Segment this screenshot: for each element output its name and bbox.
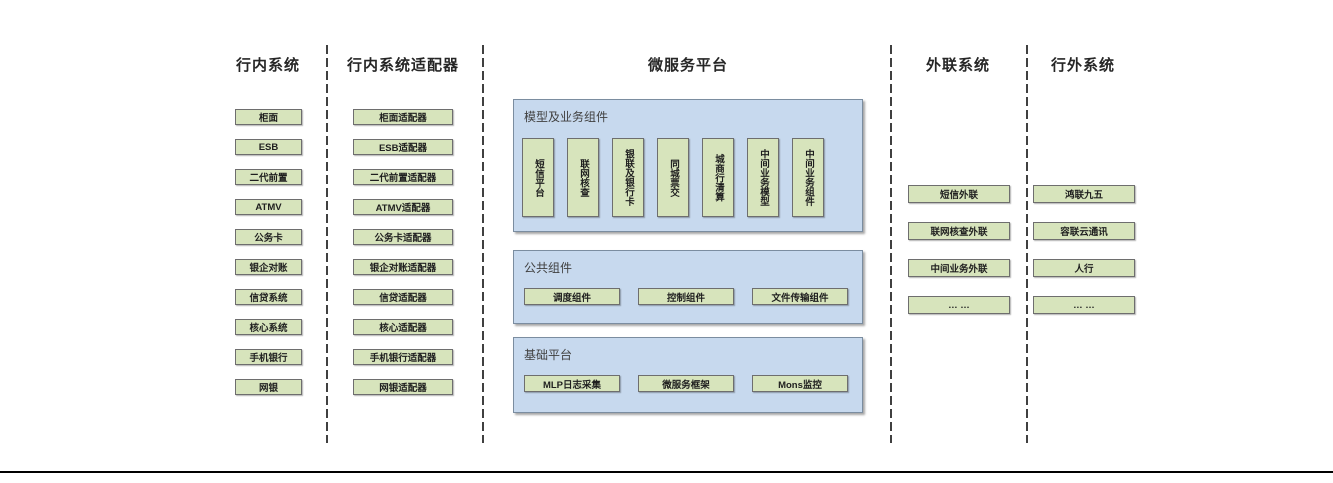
system-box: 网银 [235, 379, 302, 395]
system-box: 联网核查外联 [908, 222, 1010, 240]
outreach-systems-list: 短信外联联网核查外联中间业务外联 … … [908, 185, 1010, 314]
panel-base-platform: 基础平台 MLP日志采集 微服务框架 Mons监控 [513, 337, 863, 413]
adapter-box: 公务卡适配器 [353, 229, 453, 245]
panel-model-business-components: 模型及业务组件 短信平台联网核查银联及银行卡同城票交城商行清算中间业务模型中间业… [513, 99, 863, 232]
adapter-box: 信贷适配器 [353, 289, 453, 305]
column-title-adapters: 行内系统适配器 [346, 57, 460, 74]
system-box: 银企对账 [235, 259, 302, 275]
adapter-box: 网银适配器 [353, 379, 453, 395]
base-components-list: MLP日志采集 微服务框架 Mons监控 [524, 375, 848, 392]
adapter-box: 二代前置适配器 [353, 169, 453, 185]
component-box: 短信平台 [522, 138, 554, 217]
component-box: 银联及银行卡 [612, 138, 644, 217]
column-divider-3 [890, 45, 892, 443]
component-box: 调度组件 [524, 288, 620, 305]
panel-label: 公共组件 [524, 261, 573, 275]
component-box: Mons监控 [752, 375, 848, 392]
adapter-box: 核心适配器 [353, 319, 453, 335]
system-box: 公务卡 [235, 229, 302, 245]
system-box: 中间业务外联 [908, 259, 1010, 277]
component-box: 微服务框架 [638, 375, 734, 392]
adapter-box: 银企对账适配器 [353, 259, 453, 275]
bottom-divider-line [0, 471, 1333, 473]
adapter-box: ESB适配器 [353, 139, 453, 155]
column-divider-1 [326, 45, 328, 443]
column-title-platform: 微服务平台 [647, 57, 729, 74]
system-box: ESB [235, 139, 302, 155]
system-box: 信贷系统 [235, 289, 302, 305]
adapter-systems-list: 柜面适配器 ESB适配器二代前置适配器 ATMV适配器公务卡适配器银企对账适配器信贷… [353, 109, 453, 395]
system-box: 短信外联 [908, 185, 1010, 203]
system-box: 手机银行 [235, 349, 302, 365]
system-box: ATMV [235, 199, 302, 215]
system-box: 鸿联九五 [1033, 185, 1135, 203]
component-box: 联网核查 [567, 138, 599, 217]
component-box: 控制组件 [638, 288, 734, 305]
adapter-box: ATMV适配器 [353, 199, 453, 215]
component-box: 中间业务组件 [792, 138, 824, 217]
column-divider-2 [482, 45, 484, 443]
component-box: 中间业务模型 [747, 138, 779, 217]
column-title-outreach: 外联系统 [925, 57, 991, 74]
panel-common-components: 公共组件 调度组件 控制组件 文件传输组件 [513, 250, 863, 324]
component-box: 文件传输组件 [752, 288, 848, 305]
system-box: … … [1033, 296, 1135, 314]
component-box: MLP日志采集 [524, 375, 620, 392]
panel-label: 基础平台 [524, 348, 573, 362]
system-box: 二代前置 [235, 169, 302, 185]
column-title-external: 行外系统 [1050, 57, 1116, 74]
model-components-list: 短信平台联网核查银联及银行卡同城票交城商行清算中间业务模型中间业务组件 [522, 138, 824, 217]
system-box: … … [908, 296, 1010, 314]
adapter-box: 手机银行适配器 [353, 349, 453, 365]
component-box: 同城票交 [657, 138, 689, 217]
adapter-box: 柜面适配器 [353, 109, 453, 125]
system-box: 核心系统 [235, 319, 302, 335]
external-systems-list: 鸿联九五容联云通讯人行 … … [1033, 185, 1135, 314]
component-box: 城商行清算 [702, 138, 734, 217]
system-box: 柜面 [235, 109, 302, 125]
column-divider-4 [1026, 45, 1028, 443]
column-title-internal: 行内系统 [235, 57, 301, 74]
system-box: 容联云通讯 [1033, 222, 1135, 240]
internal-systems-list: 柜面 ESB 二代前置 ATMV 公务卡银企对账信贷系统核心系统手机银行网银 [235, 109, 302, 395]
common-components-list: 调度组件 控制组件 文件传输组件 [524, 288, 848, 305]
system-box: 人行 [1033, 259, 1135, 277]
panel-label: 模型及业务组件 [524, 110, 609, 124]
